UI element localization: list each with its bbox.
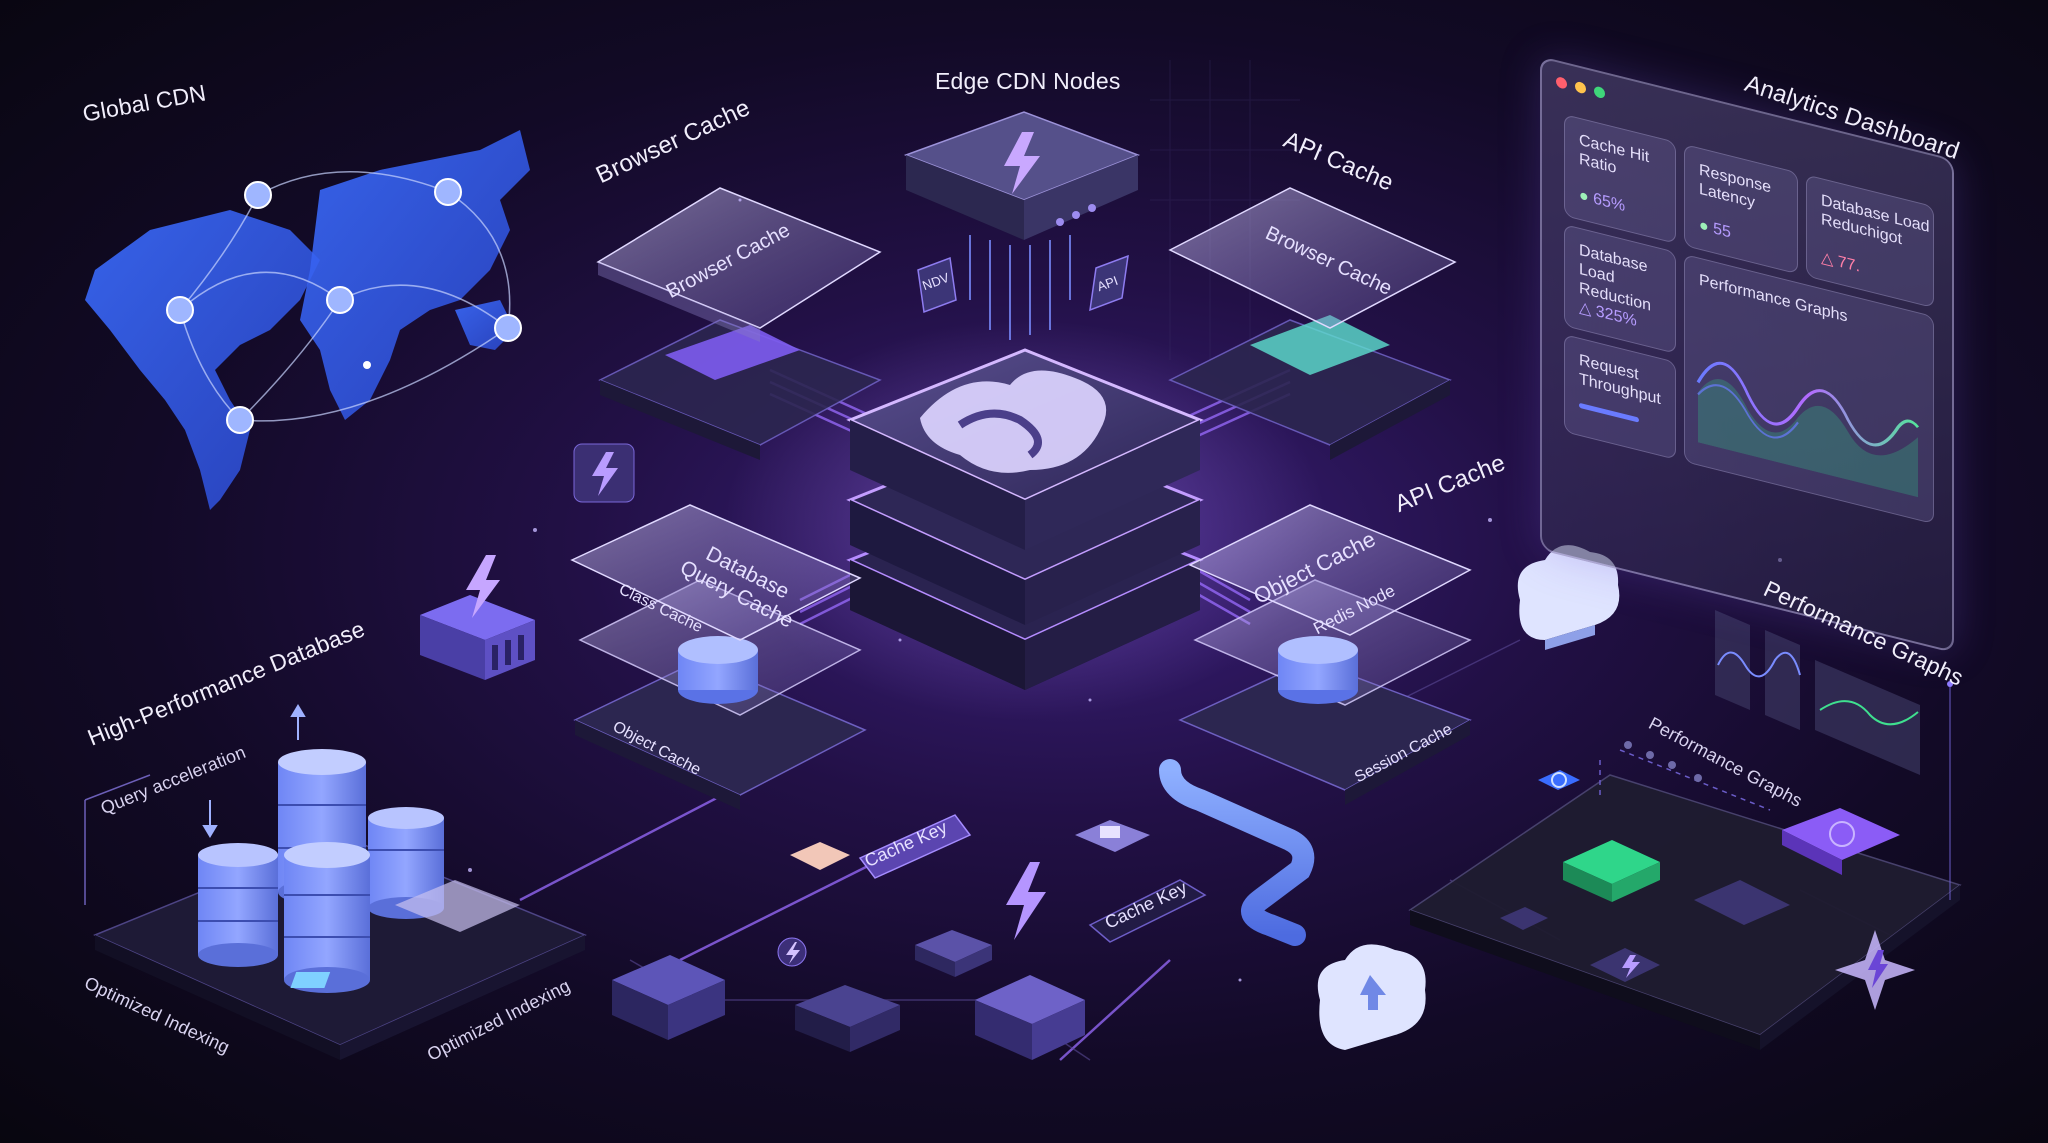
data-streams	[969, 235, 1071, 340]
world-map	[85, 130, 530, 510]
sparkle-lightning-icon	[1835, 930, 1915, 1010]
small-box	[915, 930, 992, 977]
browser-cache-left-platform	[596, 187, 882, 460]
performance-wave-chart	[1696, 361, 1920, 498]
api-tag	[1089, 254, 1129, 312]
metric-title: Database Load Reduchigot	[1821, 192, 1930, 249]
maximize-dot-icon[interactable]	[1594, 85, 1605, 100]
metric-value: △ 77.	[1821, 249, 1861, 276]
metric-title: Request Throughput	[1579, 351, 1661, 409]
metric-card-request-throughput[interactable]: Request Throughput	[1564, 333, 1676, 460]
ndv-tag	[917, 256, 957, 314]
performance-graphs-card[interactable]: Performance Graphs	[1684, 253, 1934, 525]
central-core-stack	[846, 348, 1204, 690]
database-icon	[198, 843, 278, 967]
close-dot-icon[interactable]	[1556, 75, 1567, 90]
metric-card-response-latency[interactable]: Response Latency ● 55	[1684, 143, 1798, 275]
analytics-dashboard-window: Cache Hit Ratio ● 65% Response Latency ●…	[1540, 56, 1954, 654]
metric-card-cache-hit-ratio[interactable]: Cache Hit Ratio ● 65%	[1564, 113, 1676, 244]
lightning-icon	[1004, 132, 1040, 194]
edge-cdn-nodes-label: Edge CDN Nodes	[935, 68, 1121, 94]
chip-3	[975, 975, 1085, 1060]
browser-cache-right-platform	[1168, 187, 1457, 460]
window-controls	[1556, 75, 1605, 100]
edge-cdn-node	[903, 111, 1141, 240]
cache-key-tag-1	[858, 814, 972, 879]
lightning-tile-left	[573, 443, 635, 503]
chip-icon	[290, 955, 725, 1040]
metric-title: Cache Hit Ratio	[1579, 131, 1650, 178]
cloud-icon	[1517, 545, 1620, 650]
minimize-dot-icon[interactable]	[1575, 80, 1586, 95]
lightning-icon-bottom	[1006, 862, 1046, 940]
chip-2	[795, 985, 900, 1052]
cloud-icon-bottom	[1317, 944, 1426, 1050]
object-cache-right-platform	[1178, 504, 1472, 805]
metric-title: Response Latency	[1699, 161, 1772, 212]
small-toggle	[1075, 820, 1150, 852]
sticky-note	[790, 842, 850, 870]
mini-graph-cards	[1715, 610, 1953, 900]
cache-key-tag-2	[1088, 879, 1207, 943]
database-query-cache-platform	[570, 504, 867, 810]
small-lightning-node	[777, 937, 807, 967]
server-rack	[420, 555, 535, 680]
globe-node-icons	[166, 178, 522, 434]
throughput-bar	[1579, 402, 1639, 423]
metric-card-db-load-reduction[interactable]: Database Load Reduction △ 325%	[1564, 223, 1676, 354]
data-pipe	[1159, 759, 1315, 946]
metric-value: ● 65%	[1579, 186, 1626, 216]
metric-value: ● 55	[1699, 216, 1731, 242]
performance-panel	[1408, 741, 1962, 1050]
